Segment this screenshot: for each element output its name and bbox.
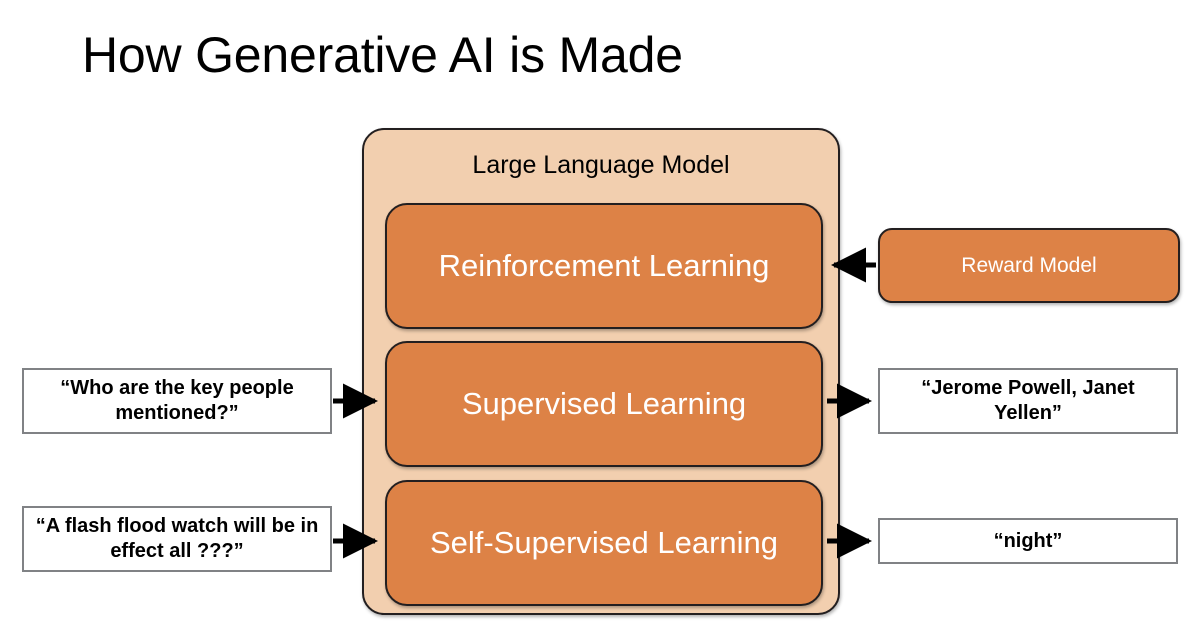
prompt-supervised-box[interactable]: “Who are the key people mentioned?” (22, 368, 332, 434)
output-self-supervised-box[interactable]: “night” (878, 518, 1178, 564)
prompt-self-supervised-text: “A flash flood watch will be in effect a… (35, 515, 319, 562)
large-language-model-label: Large Language Model (472, 151, 730, 179)
reward-model-box[interactable]: Reward Model (878, 228, 1180, 303)
output-supervised-text: “Jerome Powell, Janet Yellen” (921, 377, 1135, 424)
stage-supervised-learning[interactable]: Supervised Learning (385, 341, 823, 467)
stage-reinforcement-learning-label: Reinforcement Learning (438, 248, 770, 283)
stage-supervised-learning-label: Supervised Learning (461, 386, 747, 421)
output-supervised-box[interactable]: “Jerome Powell, Janet Yellen” (878, 368, 1178, 434)
stage-reinforcement-learning[interactable]: Reinforcement Learning (385, 203, 823, 329)
output-self-supervised-text: “night” (993, 529, 1063, 552)
prompt-supervised-text: “Who are the key people mentioned?” (60, 377, 294, 424)
prompt-self-supervised-box[interactable]: “A flash flood watch will be in effect a… (22, 506, 332, 572)
page-title: How Generative AI is Made (82, 27, 683, 83)
stage-self-supervised-learning-label: Self-Supervised Learning (429, 525, 779, 560)
stage-self-supervised-learning[interactable]: Self-Supervised Learning (385, 480, 823, 606)
reward-model-label: Reward Model (961, 253, 1097, 277)
